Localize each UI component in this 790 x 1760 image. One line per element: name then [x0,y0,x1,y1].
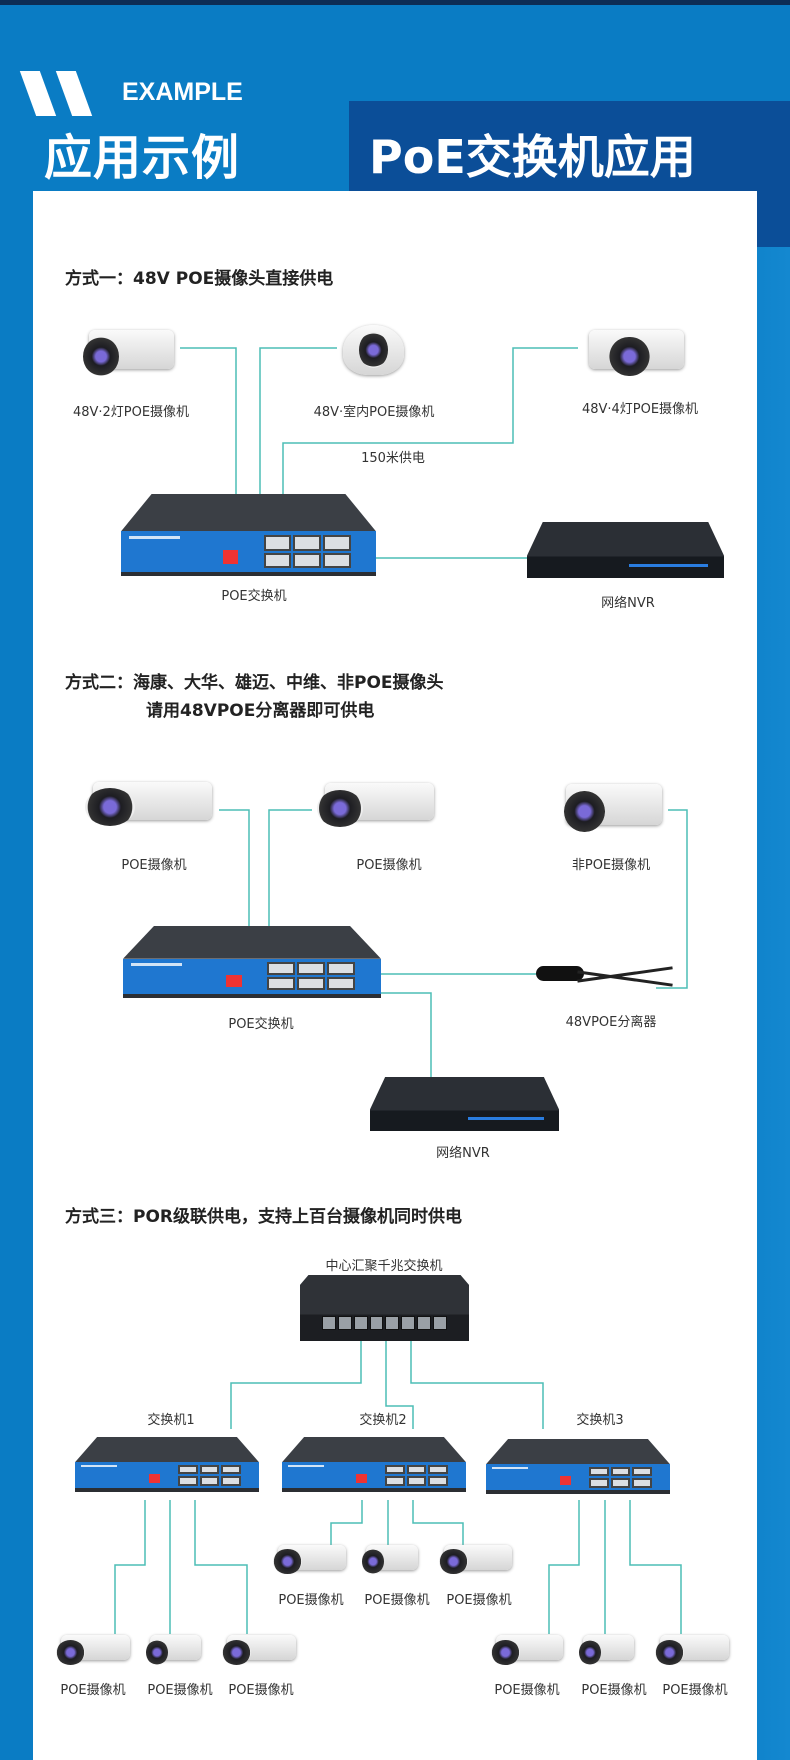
camera-label: 48V·室内POE摄像机 [313,405,435,420]
cable [548,1500,580,1634]
nvr-device [527,522,724,578]
section2-heading: 方式二：海康、大华、雄迈、中维、非POE摄像头 [65,673,444,693]
poe-switch-1 [75,1437,259,1497]
camera-label: POE摄像机 [356,858,422,873]
camera-bullet [312,774,440,836]
cable [282,347,578,494]
example-label: EXAMPLE [122,78,243,106]
camera-non-poe [555,774,668,842]
cable [629,1500,682,1634]
camera [436,1539,516,1580]
cable [219,809,250,926]
camera-dome [337,314,410,386]
camera [144,1629,204,1671]
core-gigabit-switch [300,1275,469,1341]
camera [488,1629,567,1671]
distance-label: 150米供电 [361,451,425,466]
camera-bullet [79,772,219,836]
camera-label: POE摄像机 [364,1593,430,1608]
camera [360,1539,421,1580]
switch-label: POE交换机 [221,589,287,604]
camera-label: POE摄像机 [228,1683,294,1698]
camera-2led [79,320,179,386]
cable [268,809,312,926]
page-title: 应用示例 [44,130,241,186]
camera [219,1629,300,1671]
camera-label: POE摄像机 [446,1593,512,1608]
cable [656,809,688,989]
poe-switch-2 [282,1437,466,1497]
camera-label: POE摄像机 [147,1683,213,1698]
section2-subheading: 请用48VPOE分离器即可供电 [146,701,375,721]
camera-4led [578,320,690,386]
splitter-label: 48VPOE分离器 [565,1015,657,1030]
cable [385,1336,414,1429]
camera [270,1539,350,1580]
cable [180,347,237,494]
nvr-label: 网络NVR [601,596,655,611]
cable [230,1336,362,1429]
cable [330,1500,363,1545]
poe-splitter [536,954,673,993]
poe-switch [121,494,376,583]
camera-label: POE摄像机 [60,1683,126,1698]
switch-label: 交换机3 [576,1413,624,1428]
nvr-device [370,1077,559,1131]
section3-heading: 方式三：POR级联供电，支持上百台摄像机同时供电 [65,1207,463,1227]
poe-switch [123,926,381,1004]
camera-label: 非POE摄像机 [571,858,651,873]
cable [259,347,337,494]
banner-title: PoE交换机应用 [369,130,696,184]
camera-label: POE摄像机 [121,858,187,873]
switch-label: 交换机2 [359,1413,407,1428]
camera-label: POE摄像机 [662,1683,728,1698]
camera-label: POE摄像机 [278,1593,344,1608]
cable [114,1500,146,1634]
top-strip [0,0,790,5]
camera-label: POE摄像机 [581,1683,647,1698]
switch-label: 交换机1 [147,1413,195,1428]
camera-label: 48V·4灯POE摄像机 [581,402,699,417]
camera [652,1629,733,1671]
cable [412,1500,464,1545]
cable [410,1336,544,1429]
camera-label: POE摄像机 [494,1683,560,1698]
camera-label: 48V·2灯POE摄像机 [72,405,190,420]
camera [53,1629,134,1671]
switch-label: POE交换机 [228,1017,294,1032]
cable [381,992,432,1086]
camera [577,1629,637,1671]
section1-heading: 方式一：48V POE摄像头直接供电 [65,269,334,289]
cable [194,1500,248,1634]
nvr-label: 网络NVR [436,1146,490,1161]
core-switch-label: 中心汇聚千兆交换机 [325,1259,443,1274]
poe-switch-3 [486,1439,670,1499]
